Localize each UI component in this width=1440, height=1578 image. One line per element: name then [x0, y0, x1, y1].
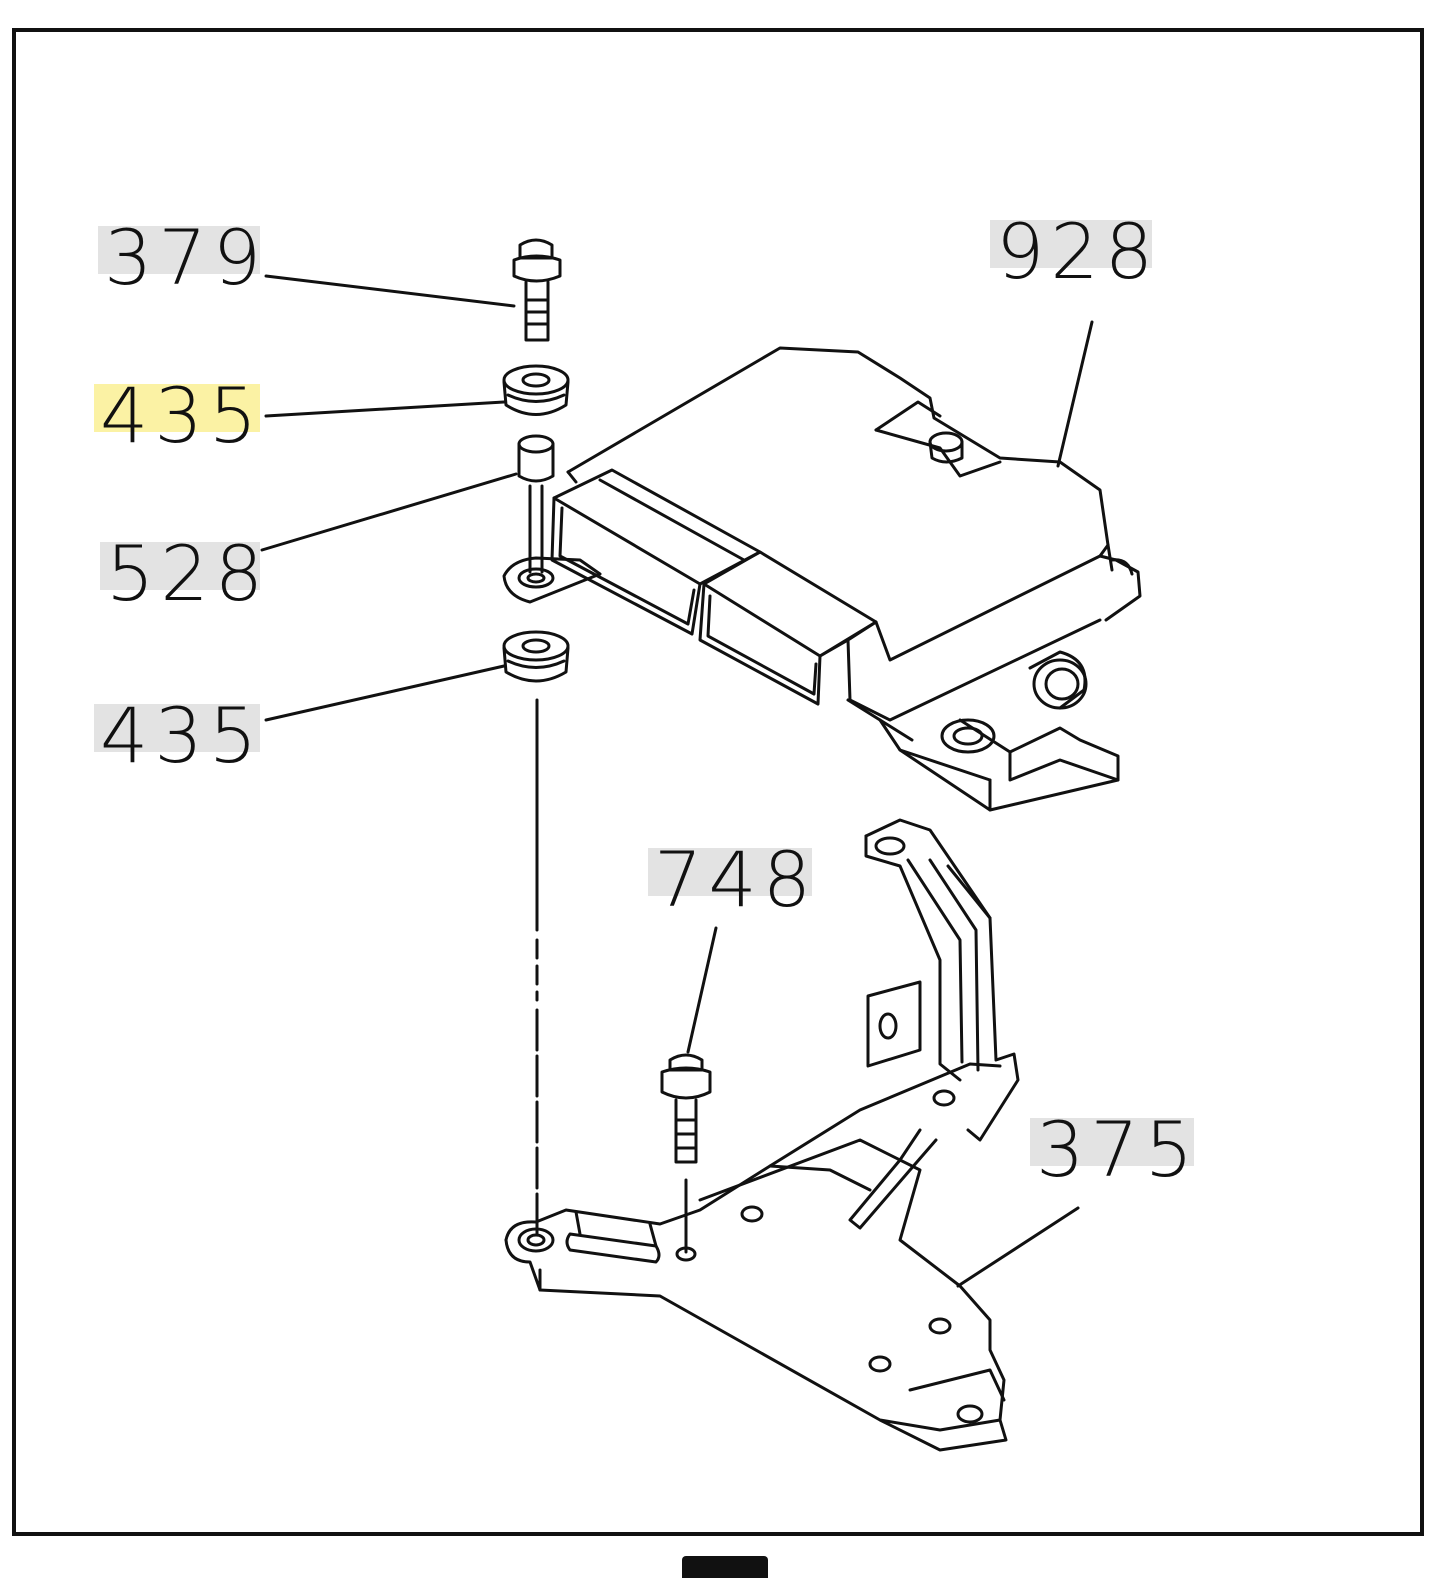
label-748: 748 [648, 842, 812, 920]
label-528-text: 528 [106, 529, 270, 618]
label-435-upper-text: 435 [100, 371, 264, 460]
label-435-upper: 435 [94, 378, 260, 456]
collar-528[interactable] [517, 434, 555, 483]
label-928: 928 [990, 214, 1153, 292]
label-435-lower: 435 [94, 698, 260, 776]
label-379: 379 [98, 220, 261, 298]
bolt-748[interactable] [660, 1053, 712, 1164]
label-528: 528 [100, 536, 263, 614]
label-435-upper-highlight [94, 384, 260, 432]
leader-lines [260, 274, 1094, 1288]
label-435-lower-bg [94, 704, 260, 752]
label-928-text: 928 [996, 207, 1160, 296]
label-375-bg [1030, 1118, 1194, 1166]
label-748-text: 748 [654, 835, 818, 924]
diagram-frame [12, 28, 1424, 1536]
label-528-bg [100, 542, 260, 590]
bottom-tab-marker [682, 1556, 768, 1578]
control-unit-928[interactable] [502, 346, 1142, 812]
grommet-upper-435[interactable] [502, 364, 570, 416]
grommet-lower-435[interactable] [502, 630, 570, 683]
label-375: 375 [1030, 1112, 1194, 1190]
label-379-bg [98, 226, 260, 274]
label-435-lower-text: 435 [100, 691, 264, 780]
label-379-text: 379 [104, 213, 268, 302]
label-928-bg [990, 220, 1152, 268]
label-748-bg [648, 848, 812, 896]
label-375-text: 375 [1036, 1105, 1200, 1194]
bolt-379[interactable] [512, 238, 562, 342]
